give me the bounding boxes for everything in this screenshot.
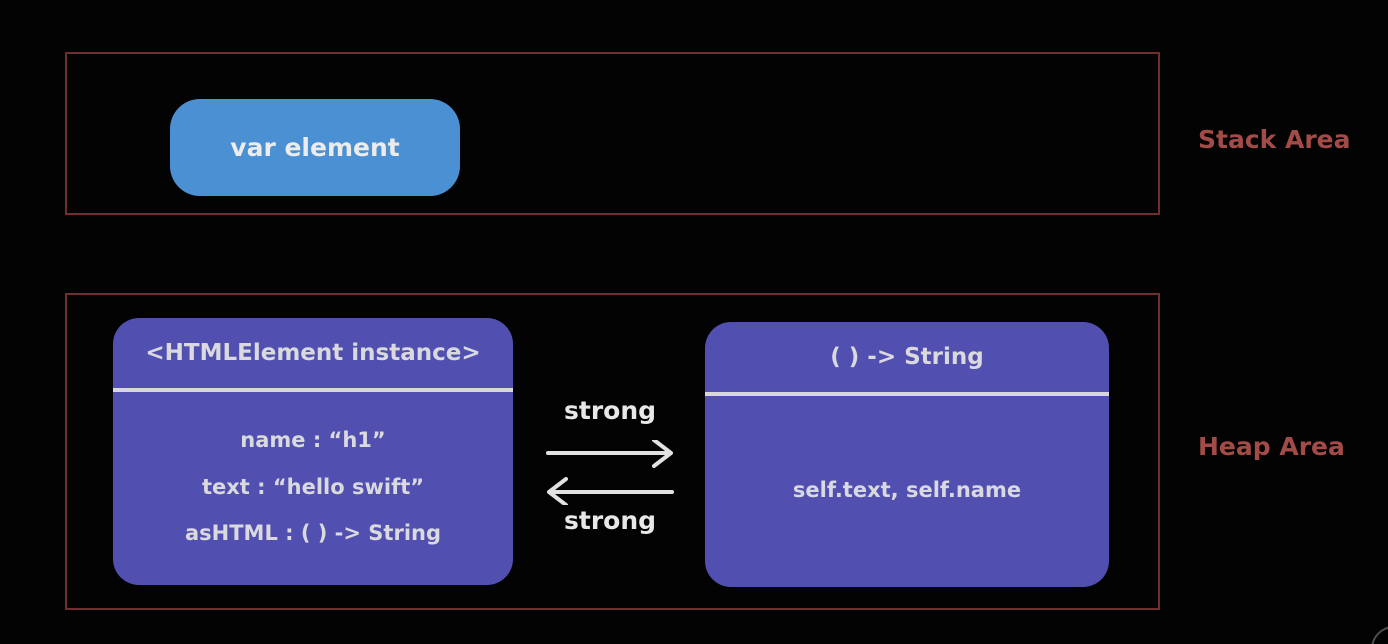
strong-reference-arrows [546, 440, 674, 505]
strong-reference-label-bottom: strong [563, 506, 657, 535]
instance-node-body: name : “h1” text : “hello swift” asHTML … [113, 392, 513, 585]
instance-field-text: text : “hello swift” [201, 474, 425, 499]
var-element-label: var element [230, 133, 400, 162]
heap-area-label: Heap Area [1198, 432, 1345, 461]
instance-field-name: name : “h1” [240, 428, 386, 453]
closure-node-divider [705, 392, 1109, 396]
stack-area-label: Stack Area [1198, 125, 1351, 154]
closure-node: ( ) -> String self.text, self.name [705, 322, 1109, 587]
html-element-instance-node: <HTMLElement instance> name : “h1” text … [113, 318, 513, 585]
stack-area-region [65, 52, 1160, 215]
instance-node-divider [113, 388, 513, 392]
var-element-node: var element [170, 99, 460, 196]
closure-node-title: ( ) -> String [830, 344, 984, 370]
instance-field-ashtml: asHTML : ( ) -> String [184, 520, 441, 545]
corner-circle-decoration [1371, 626, 1388, 644]
closure-captures-label: self.text, self.name [792, 477, 1022, 502]
instance-node-title: <HTMLElement instance> [145, 340, 481, 366]
arrow-right-head [652, 440, 673, 468]
arrow-left-head [547, 477, 568, 505]
strong-reference-label-top: strong [563, 396, 657, 425]
heap-area-region [65, 293, 1160, 610]
